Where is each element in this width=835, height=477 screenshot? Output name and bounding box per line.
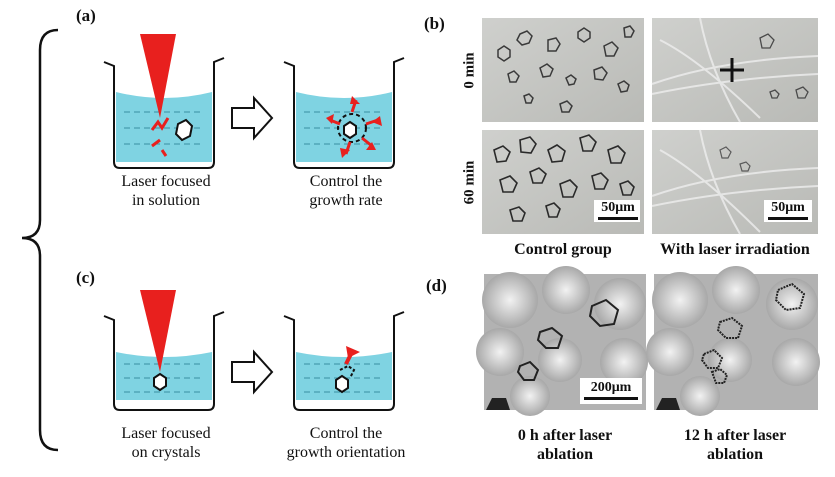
caption-a-left-line1: Laser focused [121,173,211,190]
micrograph-b-60min-laser [651,129,819,235]
micrograph-d-12h [646,266,820,416]
arrow-a [231,95,274,141]
caption-c-right-line2: growth orientation [286,444,406,461]
caption-c-right: Control the growth orientation [264,424,428,462]
scale-bar-b-left: 50μm [596,200,640,220]
beaker-a-left [103,34,225,169]
panel-letter-d: (d) [426,276,447,295]
panel-letter-b: (b) [424,14,445,33]
beaker-c-right [283,311,405,411]
micrograph-b-60min-control [482,130,644,234]
col-label-laser: With laser irradiation [660,241,810,258]
scale-bar-d-line [584,397,638,400]
laser-target-icon [720,58,744,82]
caption-c-left: Laser focused on crystals [96,424,236,462]
col-label-0h-line1: 0 h after laser [517,427,613,444]
micrograph-b-0min-control [482,18,644,122]
col-label-12h-line1: 12 h after laser [683,427,787,444]
col-label-0h: 0 h after laser ablation [476,426,654,464]
beaker-a-right [283,57,405,169]
panel-letter-c: (c) [76,268,95,287]
col-label-12h: 12 h after laser ablation [646,426,824,464]
caption-c-left-line2: on crystals [131,444,201,461]
row-label-60min: 60 min [461,160,478,205]
col-label-0h-line2: ablation [536,446,593,463]
scale-bar-b-right-text: 50μm [771,200,805,215]
col-label-control: Control group [514,241,612,258]
left-brace [21,28,59,452]
scale-bar-b-right-line [768,217,808,220]
scale-bar-b-left-text: 50μm [601,200,635,215]
beaker-c-left [103,290,225,411]
caption-a-left-line2: in solution [131,192,200,209]
arrow-c [231,349,274,395]
scale-bar-d-text: 200μm [590,380,632,395]
micrograph-b-0min-laser [651,17,819,123]
panel-letter-a: (a) [76,6,96,25]
caption-a-left: Laser focused in solution [96,172,236,210]
caption-c-right-line1: Control the [309,425,383,442]
caption-c-left-line1: Laser focused [121,425,211,442]
laser-beam-icon [140,34,176,118]
laser-beam-icon-c [140,290,176,372]
row-label-0min: 0 min [461,52,478,89]
caption-a-right: Control the growth rate [276,172,416,210]
micrograph-d-0h [476,266,648,416]
caption-a-right-line1: Control the [309,173,383,190]
caption-a-right-line2: growth rate [309,192,383,209]
col-label-12h-line2: ablation [706,446,763,463]
scale-bar-d: 200μm [582,380,640,400]
scale-bar-b-left-line [598,217,638,220]
scale-bar-b-right: 50μm [766,200,810,220]
